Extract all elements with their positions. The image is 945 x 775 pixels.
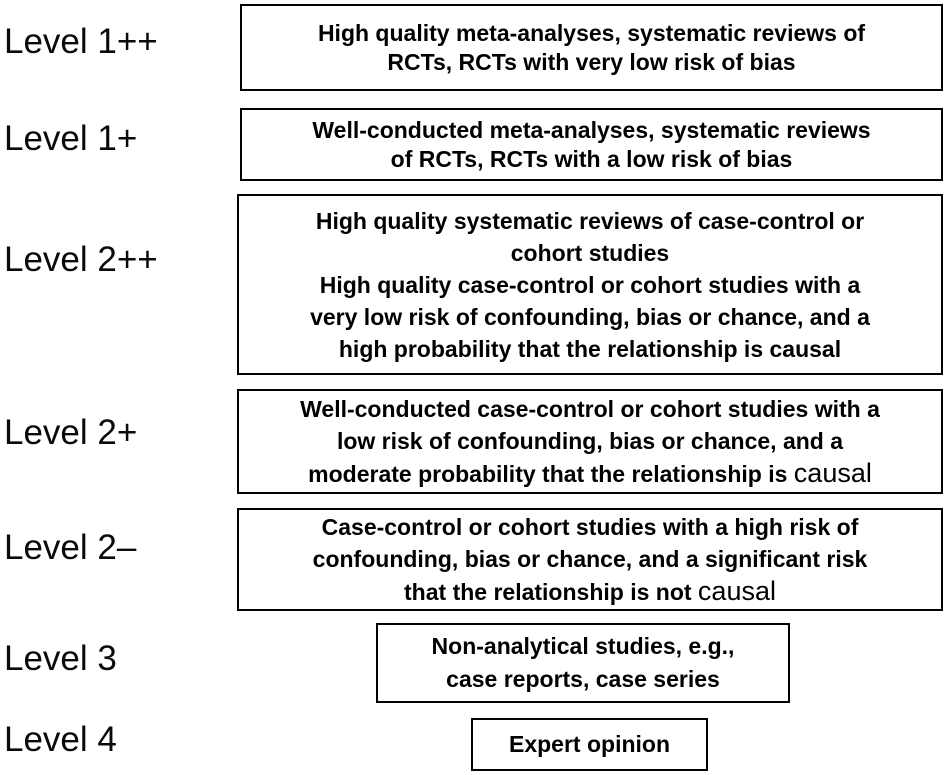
label-level-2m: Level 2– [4,528,137,567]
evidence-line-text: moderate probability that the relationsh… [308,461,788,487]
box-level-4: Expert opinion [471,718,708,771]
evidence-line: that the relationship is not causal [404,575,776,608]
box-level-1p: Well-conducted meta-analyses, systematic… [240,108,943,181]
evidence-line: very low risk of confounding, bias or ch… [310,303,870,330]
causal-emphasis-word: causal [793,458,872,488]
label-level-1p: Level 1+ [4,119,138,158]
evidence-line: confounding, bias or chance, and a signi… [312,546,868,572]
evidence-line: Well-conducted case-control or cohort st… [300,396,880,422]
evidence-line: Case-control or cohort studies with a hi… [321,514,859,540]
box-level-1pp: High quality meta-analyses, systematic r… [240,4,943,91]
evidence-line: high probability that the relationship i… [338,335,842,362]
evidence-line: case reports, case series [446,666,720,692]
box-level-2pp: High quality systematic reviews of case-… [237,194,943,375]
label-level-1pp: Level 1++ [4,22,158,61]
evidence-line: moderate probability that the relationsh… [308,457,872,490]
evidence-line: Well-conducted meta-analyses, systematic… [312,116,871,143]
evidence-line: Expert opinion [509,731,670,757]
evidence-line: High quality case-control or cohort stud… [319,271,861,298]
evidence-line: of RCTs, RCTs with a low risk of bias [390,145,793,172]
evidence-line: High quality meta-analyses, systematic r… [317,19,866,46]
evidence-line-text: that the relationship is not [404,579,692,605]
label-level-2pp: Level 2++ [4,240,158,279]
label-level-3: Level 3 [4,639,117,678]
causal-emphasis-word: causal [697,576,776,606]
evidence-line: High quality systematic reviews of case-… [315,207,865,234]
box-level-2p: Well-conducted case-control or cohort st… [237,389,943,494]
evidence-line: RCTs, RCTs with very low risk of bias [387,48,796,75]
label-level-2p: Level 2+ [4,413,138,452]
box-level-2m: Case-control or cohort studies with a hi… [237,508,943,611]
evidence-line: low risk of confounding, bias or chance,… [336,428,844,454]
evidence-line: cohort studies [510,239,670,266]
box-level-3: Non-analytical studies, e.g., case repor… [376,623,790,703]
evidence-line: Non-analytical studies, e.g., [431,633,735,659]
label-level-4: Level 4 [4,720,117,759]
